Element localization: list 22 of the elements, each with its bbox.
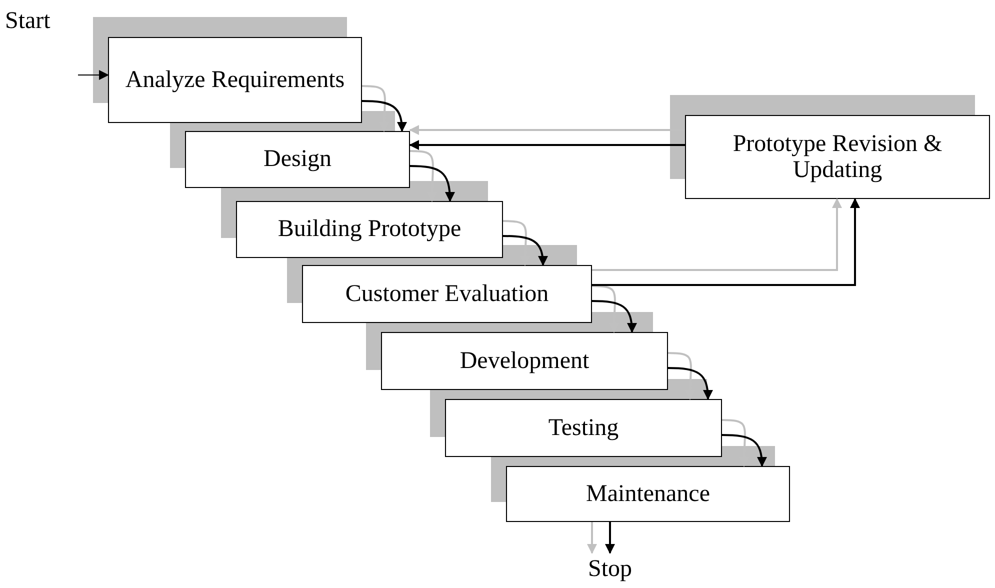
process-box: Maintenance [506, 466, 790, 522]
arrow [592, 198, 860, 286]
process-box: Building Prototype [236, 201, 503, 258]
arrow [502, 235, 548, 266]
arrow [592, 198, 842, 271]
process-box: Testing [445, 399, 722, 457]
arrow [362, 100, 407, 132]
end-label: Stop [585, 553, 635, 585]
arrow [410, 165, 455, 202]
process-box: Development [381, 332, 668, 390]
arrow [605, 522, 615, 554]
arrow [587, 522, 597, 554]
process-box: Analyze Requirements [108, 37, 362, 123]
arrow [409, 140, 685, 150]
process-box: Customer Evaluation [302, 265, 592, 323]
arrow [668, 367, 713, 400]
arrow [722, 434, 767, 467]
process-box: Prototype Revision & Updating [685, 115, 990, 199]
start-label: Start [5, 8, 50, 35]
arrow [78, 70, 109, 80]
process-box: Design [185, 131, 410, 188]
arrow [592, 300, 637, 333]
